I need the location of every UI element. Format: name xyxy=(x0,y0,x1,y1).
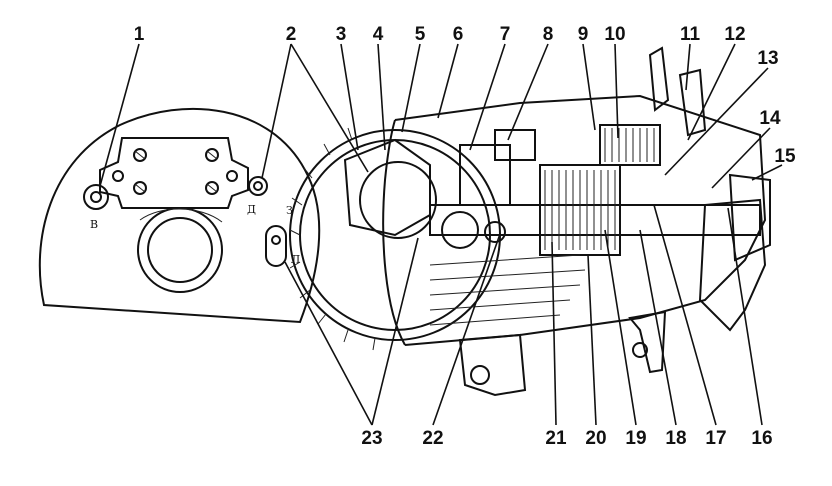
callout-7: 7 xyxy=(500,24,511,45)
callout-23: 23 xyxy=(361,428,382,449)
mark-b: В xyxy=(90,218,98,231)
callout-9: 9 xyxy=(578,24,589,45)
leader-lines xyxy=(99,43,783,426)
mark-l: Л xyxy=(291,253,300,266)
callout-4: 4 xyxy=(373,24,384,45)
callout-6: 6 xyxy=(453,24,464,45)
callout-12: 12 xyxy=(724,24,745,45)
end-cover-view xyxy=(38,107,321,324)
callout-13: 13 xyxy=(757,48,778,69)
callout-14: 14 xyxy=(759,108,781,129)
callout-16: 16 xyxy=(751,428,772,449)
callout-17: 17 xyxy=(705,428,726,449)
callout-8: 8 xyxy=(543,24,554,45)
callout-5: 5 xyxy=(415,24,426,45)
callout-3: 3 xyxy=(336,24,347,45)
callout-1: 1 xyxy=(134,24,145,45)
callout-20: 20 xyxy=(585,428,606,449)
terminal-marks: В Д З Л xyxy=(90,203,300,266)
callout-15: 15 xyxy=(774,146,796,167)
callout-19: 19 xyxy=(625,428,646,449)
callout-10: 10 xyxy=(604,24,625,45)
callout-numbers: 1 2 3 4 5 6 7 8 9 10 11 12 13 14 15 16 1… xyxy=(134,24,796,449)
callout-18: 18 xyxy=(665,428,686,449)
mark-z: З xyxy=(286,204,293,217)
callout-21: 21 xyxy=(545,428,567,449)
callout-22: 22 xyxy=(422,428,443,449)
callout-2: 2 xyxy=(286,24,297,45)
callout-11: 11 xyxy=(680,24,701,45)
generator-cutaway xyxy=(289,46,771,397)
mark-d: Д xyxy=(247,203,256,216)
